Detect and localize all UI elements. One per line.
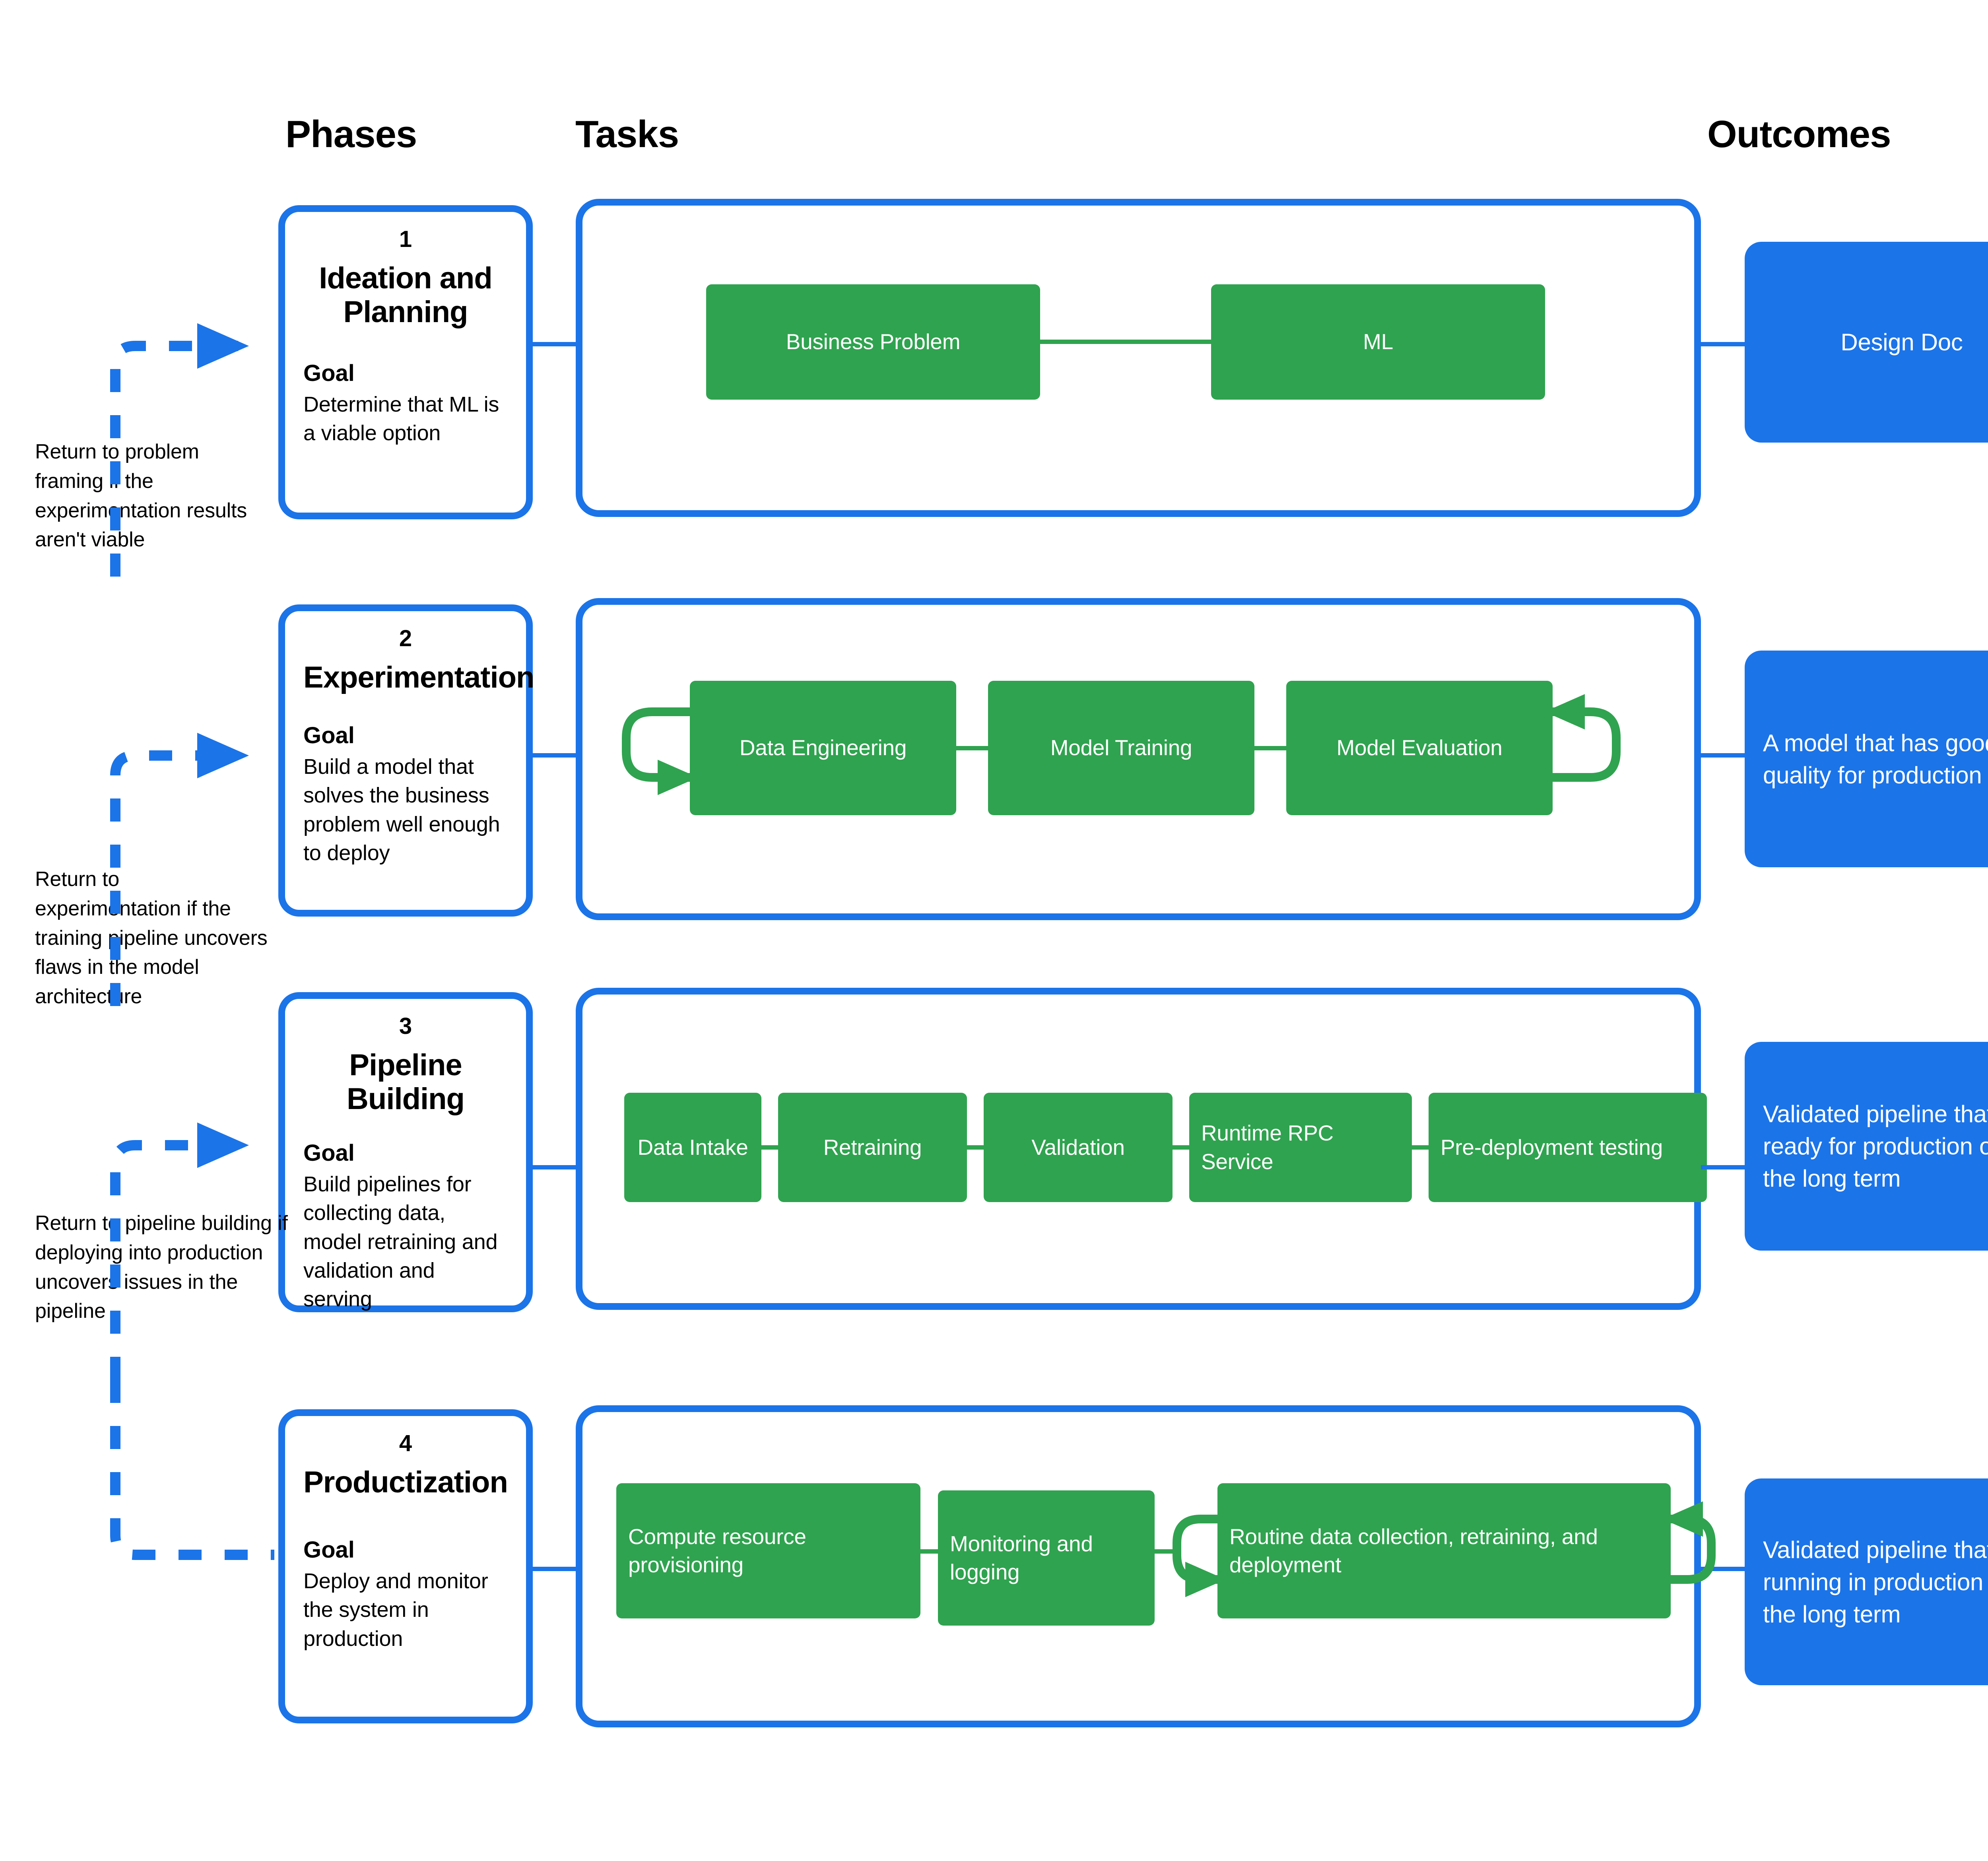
phase-title: Experimentation [303, 660, 534, 694]
phase-goal-text: Build a model that solves the business p… [303, 754, 500, 865]
task-chip-runtime-rpc-service[interactable]: Runtime RPC Service [1189, 1093, 1412, 1202]
return-note-pipeline-building: Return to pipeline building if deploying… [35, 1212, 288, 1323]
connector-phase2-tasks [533, 753, 577, 758]
task-link-2b [1254, 746, 1286, 750]
task-chip-business-problem[interactable]: Business Problem [706, 284, 1040, 400]
phase-goal-label: Goal [303, 1537, 355, 1563]
outcome-chip-4[interactable]: Validated pipeline that's running in pro… [1745, 1478, 1988, 1685]
column-header-outcomes: Outcomes [1707, 113, 1891, 155]
phase-title: Ideation and Planning [319, 261, 493, 329]
task-chip-data-engineering[interactable]: Data Engineering [690, 681, 956, 815]
task-chip-monitoring-and-logging[interactable]: Monitoring and logging [938, 1490, 1155, 1626]
task-link-4b [1155, 1549, 1175, 1554]
outcome-chip-3[interactable]: Validated pipeline that's ready for prod… [1745, 1042, 1988, 1251]
task-link-3c [1173, 1145, 1189, 1150]
phase-title: Pipeline Building [347, 1048, 465, 1116]
phase-number: 2 [399, 626, 412, 651]
task-link-4a [920, 1549, 938, 1554]
phase-goal-text: Deploy and monitor the system in product… [303, 1569, 488, 1651]
connector-phase3-tasks [533, 1165, 577, 1169]
phase-goal-label: Goal [303, 723, 355, 749]
phase-goal-label: Goal [303, 360, 355, 387]
return-note-experimentation: Return to experimentation if the trainin… [35, 868, 268, 1008]
task-chip-pre-deployment-testing[interactable]: Pre-deployment testing [1429, 1093, 1707, 1202]
return-note-problem-framing: Return to problem framing if the experim… [35, 440, 247, 552]
task-chip-validation[interactable]: Validation [984, 1093, 1173, 1202]
task-chip-compute-resource-provisioning[interactable]: Compute resource provisioning [616, 1483, 920, 1618]
phase-number: 4 [399, 1430, 412, 1456]
connector-phase4-tasks [533, 1567, 577, 1571]
phase-card-1[interactable]: 1 Ideation and Planning Goal Determine t… [278, 205, 533, 519]
task-chip-model-training[interactable]: Model Training [988, 681, 1254, 815]
phase-card-4[interactable]: 4 Productization Goal Deploy and monitor… [278, 1409, 533, 1723]
column-header-phases: Phases [285, 113, 417, 155]
column-header-tasks: Tasks [575, 113, 679, 155]
feedback-arrow-to-phase-4 [110, 1380, 274, 1560]
task-chip-retraining[interactable]: Retraining [778, 1093, 967, 1202]
task-link-2a [956, 746, 988, 750]
outcome-chip-2[interactable]: A model that has good quality for produc… [1745, 651, 1988, 867]
phase-title: Productization [303, 1465, 508, 1499]
phase-number: 1 [399, 226, 412, 252]
task-link-3d [1412, 1145, 1429, 1150]
connector-tasks4-outcome4 [1701, 1567, 1745, 1571]
phase-goal-text: Determine that ML is a viable option [303, 392, 499, 445]
task-chip-routine-data-collection[interactable]: Routine data collection, retraining, and… [1217, 1483, 1671, 1618]
phase-goal-text: Build pipelines for collecting data, mod… [303, 1172, 498, 1311]
connector-tasks2-outcome2 [1701, 753, 1745, 758]
connector-phase1-tasks [533, 342, 577, 346]
connector-tasks1-outcome1 [1701, 342, 1745, 346]
task-chip-ml[interactable]: ML [1211, 284, 1545, 400]
connector-tasks3-outcome3 [1701, 1165, 1745, 1169]
outcome-chip-1[interactable]: Design Doc [1745, 242, 1988, 443]
phase-goal-label: Goal [303, 1140, 355, 1166]
phase-number: 3 [399, 1013, 412, 1039]
task-chip-data-intake[interactable]: Data Intake [624, 1093, 761, 1202]
task-link-3b [967, 1145, 984, 1150]
task-link-3a [761, 1145, 778, 1150]
task-link-1 [1040, 340, 1211, 344]
phase-card-3[interactable]: 3 Pipeline Building Goal Build pipelines… [278, 992, 533, 1312]
phase-card-2[interactable]: 2 Experimentation Goal Build a model tha… [278, 604, 534, 917]
task-chip-model-evaluation[interactable]: Model Evaluation [1286, 681, 1553, 815]
